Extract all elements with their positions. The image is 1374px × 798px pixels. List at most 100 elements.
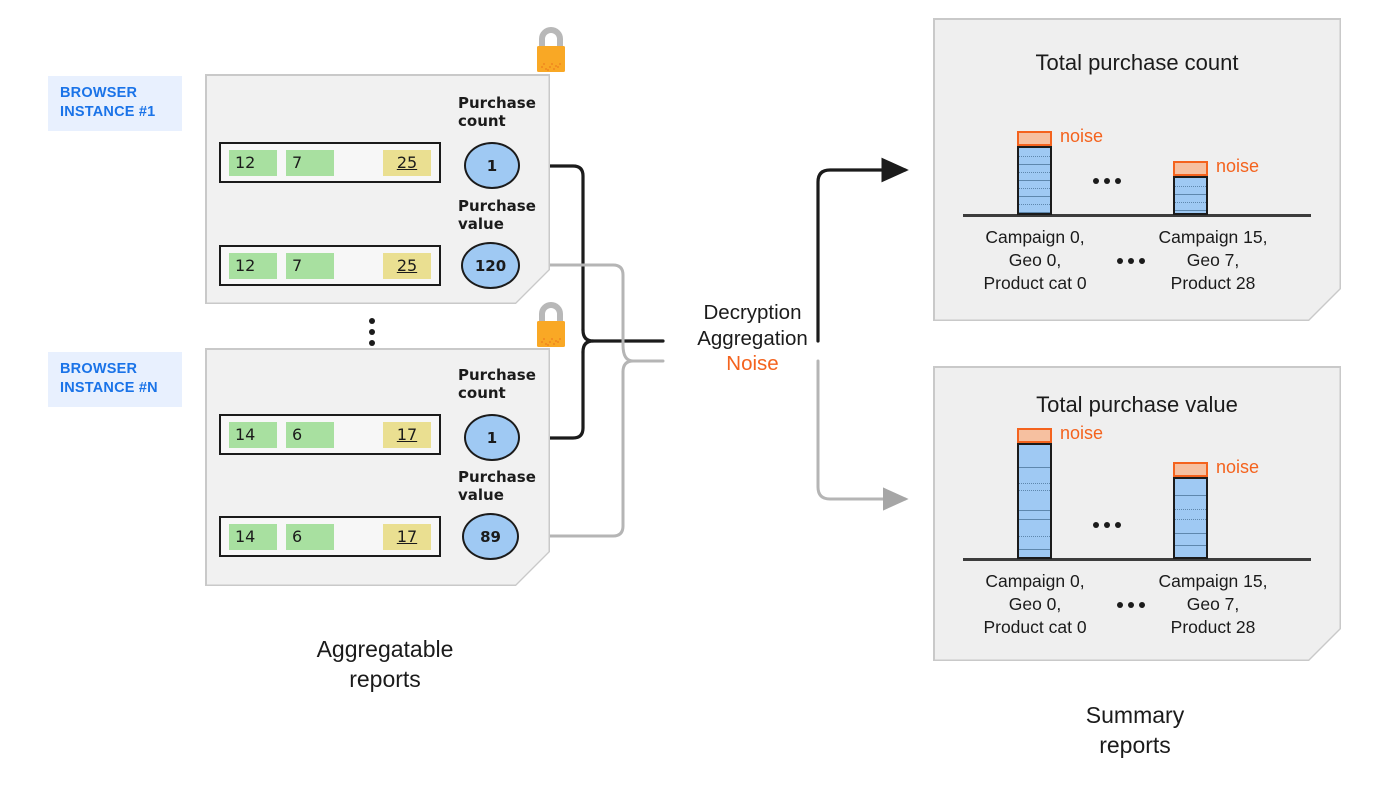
metric-bubble-purchase-value: 89 [462,513,519,560]
pipeline-aggregation: Aggregation [697,326,808,350]
browser-instance-1-tag: BROWSER INSTANCE #1 [48,76,182,131]
chart-category-label: Campaign 15, Geo 7, Product 28 [1158,227,1268,293]
padlock-icon [537,27,565,72]
report-cell-key: 6 [286,421,334,448]
noise-label-bar-1: noise [1060,423,1104,443]
wire-to-value-report [816,359,909,511]
browser-instance-n-tag: BROWSER INSTANCE #N [48,352,182,407]
summary-reports-caption: Summary reports [1085,702,1185,758]
metric-label-purchase-value: Purchase value [458,468,536,504]
chart-category-label: Campaign 0, Geo 0, Product cat 0 [983,571,1087,637]
chart-title: Total purchase count [1035,50,1239,75]
bar-segment [1019,172,1050,181]
bar-segment [1175,194,1206,203]
noise-label-bar-2: noise [1216,457,1260,477]
bar-segment [1175,186,1206,195]
noise-block-bar-2 [1173,462,1208,477]
noise-block-bar-2 [1173,161,1208,176]
metric-bubble-purchase-count: 1 [464,142,520,189]
metric-bubble-purchase-value: 120 [461,242,520,289]
chart-bar [1017,146,1052,215]
pipeline-noise: Noise [726,352,779,375]
card-surface [935,20,1340,320]
bar-segment [1019,188,1050,197]
report-cell-key: 12 [229,252,277,279]
noise-block-bar-1 [1017,131,1052,146]
bar-segment [1019,490,1050,511]
report-cell-gap [334,524,383,550]
report-cell-gap [334,253,383,279]
report-cell-key: 7 [286,149,334,176]
wire-count-merge-2 [581,328,595,343]
metric-label-purchase-value: Purchase value [458,197,536,233]
bar-segment [1175,202,1206,211]
bar-segment [1175,479,1206,496]
chart-bar [1173,477,1208,559]
noise-label-bar-2: noise [1216,156,1260,176]
chart-bar [1173,176,1208,215]
pipeline-decryption: Decryption [703,301,802,324]
bar-segment [1019,180,1050,189]
report-cell-value: 17 [383,421,431,448]
chart-bar [1017,443,1052,559]
category-ellipsis-icon [1117,602,1145,608]
chart-baseline [963,558,1311,561]
bar-segment [1019,148,1050,157]
metric-bubble-purchase-count: 1 [464,414,520,461]
bar-segment [1175,495,1206,510]
bar-segment [1175,178,1206,187]
summary-report-card-value: Total purchase value noise noise Camp [933,366,1341,661]
aggregatable-row: 12 7 25 [219,245,441,286]
padlock-icon [537,302,565,347]
bar-segment [1019,164,1050,173]
report-cell-value: 25 [383,149,431,176]
vertical-ellipsis-icon [369,318,375,346]
report-cell-gap [334,150,383,176]
bar-segment [1175,533,1206,546]
wire-value-merge [621,359,665,374]
report-cell-value-text: 17 [396,527,418,546]
aggregatable-row: 14 6 17 [219,516,441,557]
bar-segment [1019,445,1050,468]
chart-category-label: Campaign 15, Geo 7, Product 28 [1158,571,1268,637]
aggregatable-reports-caption: Aggregatable reports [316,636,454,692]
aggregatable-row: 14 6 17 [219,414,441,455]
bar-segment [1019,467,1050,484]
chart-title: Total purchase value [1036,392,1238,417]
chart-baseline [963,214,1311,217]
bar-segment [1019,510,1050,520]
noise-block-bar-1 [1017,428,1052,443]
metric-label-purchase-count: Purchase count [458,366,536,402]
report-cell-value-text: 25 [396,256,418,275]
report-cell-key: 14 [229,421,277,448]
category-ellipsis-icon [1117,258,1145,264]
report-cell-key: 6 [286,523,334,550]
bar-segment [1175,519,1206,534]
bar-segment [1019,519,1050,537]
chart-ellipsis-icon [1093,178,1121,184]
bar-segment [1019,204,1050,213]
report-cell-key: 7 [286,252,334,279]
metric-label-purchase-count: Purchase count [458,94,536,130]
bar-segment [1019,156,1050,165]
wire-value-merge-2 [621,343,635,363]
bar-segment [1019,196,1050,205]
card-surface [935,368,1340,660]
bar-segment [1019,536,1050,550]
report-cell-value: 25 [383,252,431,279]
pipeline-label: Decryption Aggregation Noise [665,300,840,377]
report-cell-value-text: 25 [396,153,418,172]
noise-label-bar-1: noise [1060,126,1104,146]
summary-report-card-count: Total purchase count noise noise [933,18,1341,321]
report-cell-key: 14 [229,523,277,550]
report-cell-gap [334,422,383,448]
wire-count-merge [581,339,665,354]
bar-segment [1175,509,1206,520]
report-cell-value-text: 17 [396,425,418,444]
chart-category-label: Campaign 0, Geo 0, Product cat 0 [983,227,1087,293]
bar-segment [1019,483,1050,491]
aggregatable-row: 12 7 25 [219,142,441,183]
report-cell-key: 12 [229,149,277,176]
chart-ellipsis-icon [1093,522,1121,528]
